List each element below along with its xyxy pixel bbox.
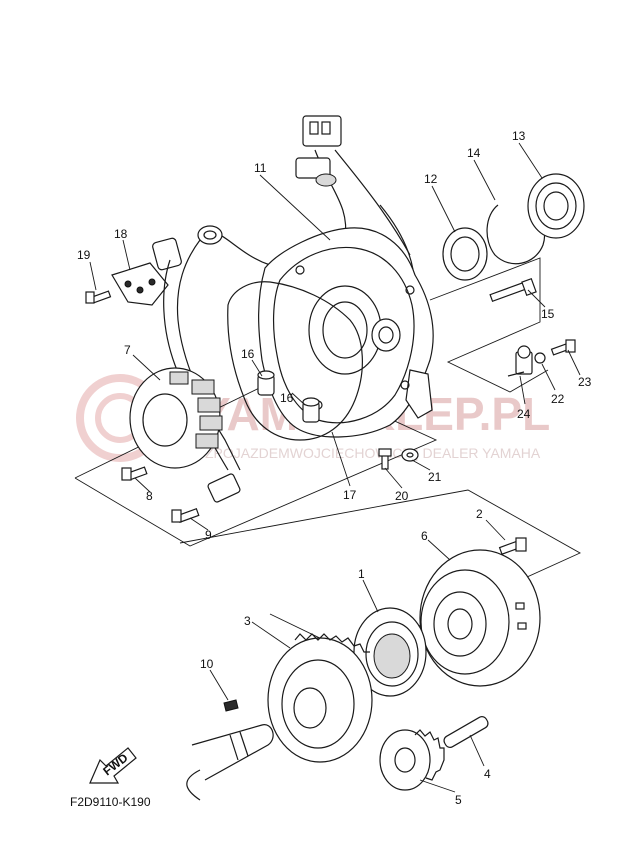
starter-wheel-gear	[267, 633, 373, 763]
oil-seal	[442, 227, 488, 281]
callout-17: 17	[343, 488, 357, 502]
callout-16-lower: 16	[280, 391, 294, 405]
callout-24: 24	[517, 407, 531, 421]
callout-13: 13	[512, 129, 526, 143]
diagram-code: F2D9110-K190	[70, 795, 151, 809]
dowel-pin-upper	[257, 370, 275, 396]
bolt-15	[489, 277, 537, 303]
callout-8: 8	[146, 489, 153, 503]
callout-20: 20	[395, 489, 409, 503]
neutral-switch	[507, 345, 533, 377]
callout-22: 22	[551, 392, 565, 406]
callout-23: 23	[578, 375, 592, 389]
bolt-9	[171, 507, 200, 523]
idle-gear-shaft	[443, 716, 489, 748]
callout-1: 1	[358, 567, 365, 581]
pickup-bracket	[111, 237, 182, 306]
washer-22	[534, 352, 546, 364]
rotor	[419, 549, 541, 687]
callout-4: 4	[484, 767, 491, 781]
callout-3: 3	[244, 614, 251, 628]
washer-21	[401, 448, 419, 462]
harness-clamp	[207, 473, 241, 503]
callout-14: 14	[467, 146, 481, 160]
crankcase-cover	[258, 227, 434, 438]
callout-15: 15	[541, 307, 555, 321]
leader-lines	[89, 142, 581, 793]
screw-23	[550, 339, 576, 356]
idle-gear	[379, 729, 445, 791]
callout-18: 18	[114, 227, 128, 241]
callout-2: 2	[476, 507, 483, 521]
dowel-pin-lower	[302, 397, 320, 423]
stator	[129, 367, 223, 469]
bearing	[527, 173, 585, 239]
crankshaft-end	[186, 724, 274, 801]
cover-gasket	[227, 281, 363, 441]
bolt-20	[378, 448, 392, 470]
callout-7: 7	[124, 343, 131, 357]
fwd-arrow-icon: FWD	[89, 747, 137, 784]
callout-12: 12	[424, 172, 438, 186]
right-bolt-frame	[429, 257, 549, 393]
bolt-2	[498, 537, 527, 555]
callout-5: 5	[455, 793, 462, 807]
woodruff-key	[223, 699, 239, 712]
callout-19: 19	[77, 248, 91, 262]
watermark-sub-text: ZPOJAZDEMWOJCIECHOWICZ | DEALER YAMAHA	[205, 445, 541, 461]
callout-11: 11	[254, 161, 267, 175]
bolt-19	[85, 290, 112, 304]
starter-clutch	[353, 607, 427, 697]
callout-21: 21	[428, 470, 442, 484]
callout-10: 10	[200, 657, 214, 671]
callout-9: 9	[205, 528, 212, 542]
callout-16-upper: 16	[241, 347, 255, 361]
callout-6: 6	[421, 529, 428, 543]
screw-8	[121, 466, 148, 481]
